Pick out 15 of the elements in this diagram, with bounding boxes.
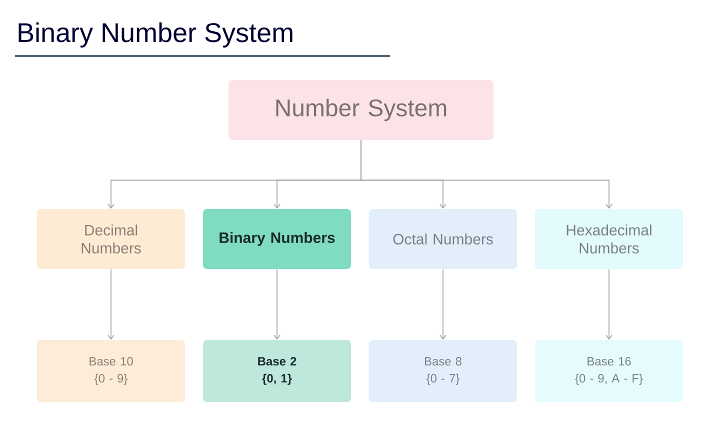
arrow [360,140,612,209]
category-box: Decimal Numbers [37,209,185,269]
base-box: Base 8 {0 - 7} [369,340,517,402]
base-box: Base 10 {0 - 9} [37,340,185,402]
base-box: Base 16 {0 - 9, A - F} [535,340,683,402]
category-box: Octal Numbers [369,209,517,269]
arrow [606,268,612,340]
arrow [440,268,446,340]
category-box: Hexadecimal Numbers [535,209,683,269]
arrow [108,268,114,340]
category-box: Binary Numbers [203,209,351,269]
base-box: Base 2 {0, 1} [203,340,351,402]
title: Binary Number System [18,22,292,48]
arrow [274,268,280,340]
root-box: Number System [228,80,494,140]
